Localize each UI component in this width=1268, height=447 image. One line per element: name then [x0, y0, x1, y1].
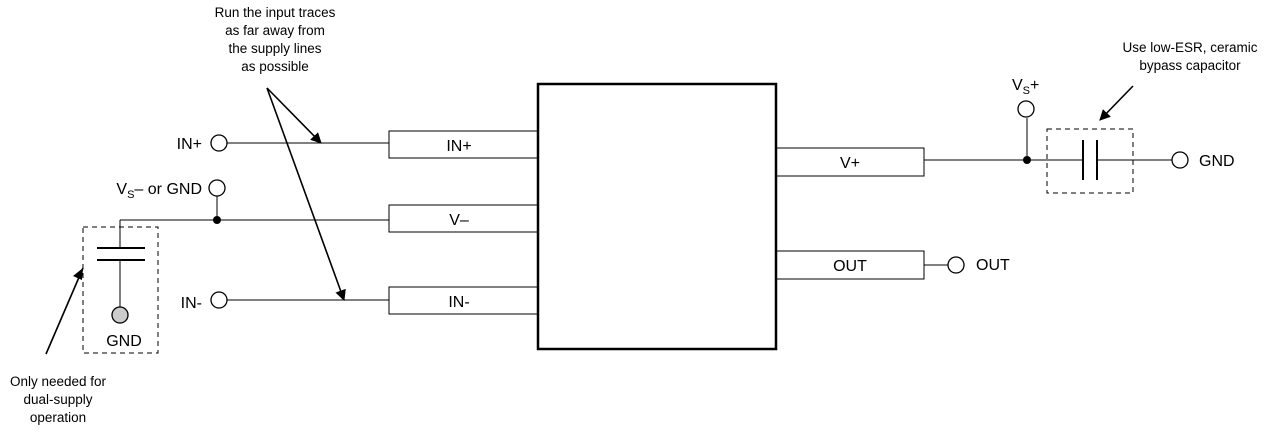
- input-traces-note: Run the input traces as far away from th…: [215, 5, 336, 74]
- bypass-cap-note: Use low-ESR, ceramic bypass capacitor: [1122, 40, 1257, 73]
- pin-label-out: OUT: [833, 258, 867, 275]
- pin-label-v-plus: V+: [840, 155, 860, 172]
- pin-box-v-minus: [388, 204, 539, 233]
- pin-label-in-minus: IN-: [448, 294, 469, 311]
- dual-supply-arrowhead: [73, 268, 83, 280]
- in-minus-terminal-label: IN-: [181, 295, 202, 312]
- note-line: Run the input traces: [215, 5, 336, 20]
- cap-gnd-label: GND: [106, 333, 142, 350]
- vs-plus-terminal: [1017, 100, 1035, 118]
- bypass-cap-pointer: [1099, 85, 1134, 121]
- in-plus-terminal-label: IN+: [177, 136, 202, 153]
- in-plus-net: IN+: [177, 134, 389, 153]
- note-line: Only needed for: [10, 374, 107, 389]
- note-line: as possible: [241, 59, 309, 74]
- pin-box-v-plus: [775, 147, 925, 177]
- optional-capacitor-box: [82, 226, 159, 354]
- vs-minus-net: VS– or GND GND: [82, 179, 389, 354]
- vs-minus-terminal: [208, 179, 226, 197]
- note-line: bypass capacitor: [1139, 58, 1241, 73]
- dual-supply-note: Only needed for dual-supply operation: [10, 374, 107, 425]
- in-plus-terminal: [210, 134, 228, 152]
- vs-plus-terminal-label: VS+: [1012, 77, 1039, 97]
- pin-label-in-plus: IN+: [446, 138, 471, 155]
- out-terminal: [947, 256, 965, 274]
- v-plus-net: VS+ GND: [924, 77, 1235, 194]
- pin-label-v-minus: V–: [449, 212, 469, 229]
- note-line: the supply lines: [228, 41, 321, 56]
- note-line: dual-supply: [23, 392, 92, 407]
- out-net: OUT: [924, 256, 1010, 274]
- bypass-capacitor-box: [1046, 128, 1134, 194]
- vs-minus-terminal-label: VS– or GND: [116, 181, 202, 201]
- gnd-terminal-label: GND: [1199, 153, 1235, 170]
- note-line: as far away from: [225, 23, 325, 38]
- in-minus-net: IN-: [181, 291, 389, 312]
- gnd-terminal: [1171, 151, 1189, 169]
- pointer-arrow-in-minus: [266, 87, 346, 302]
- out-terminal-label: OUT: [976, 257, 1010, 274]
- note-line: operation: [30, 410, 86, 425]
- in-minus-terminal: [210, 291, 228, 309]
- pointer-arrow-in-plus: [266, 87, 322, 144]
- gnd-terminal: [111, 306, 129, 324]
- ic-body: [536, 82, 778, 351]
- pin-box-in-plus: [388, 130, 539, 159]
- note-line: Use low-ESR, ceramic: [1122, 40, 1257, 55]
- dual-supply-pointer: [45, 267, 84, 355]
